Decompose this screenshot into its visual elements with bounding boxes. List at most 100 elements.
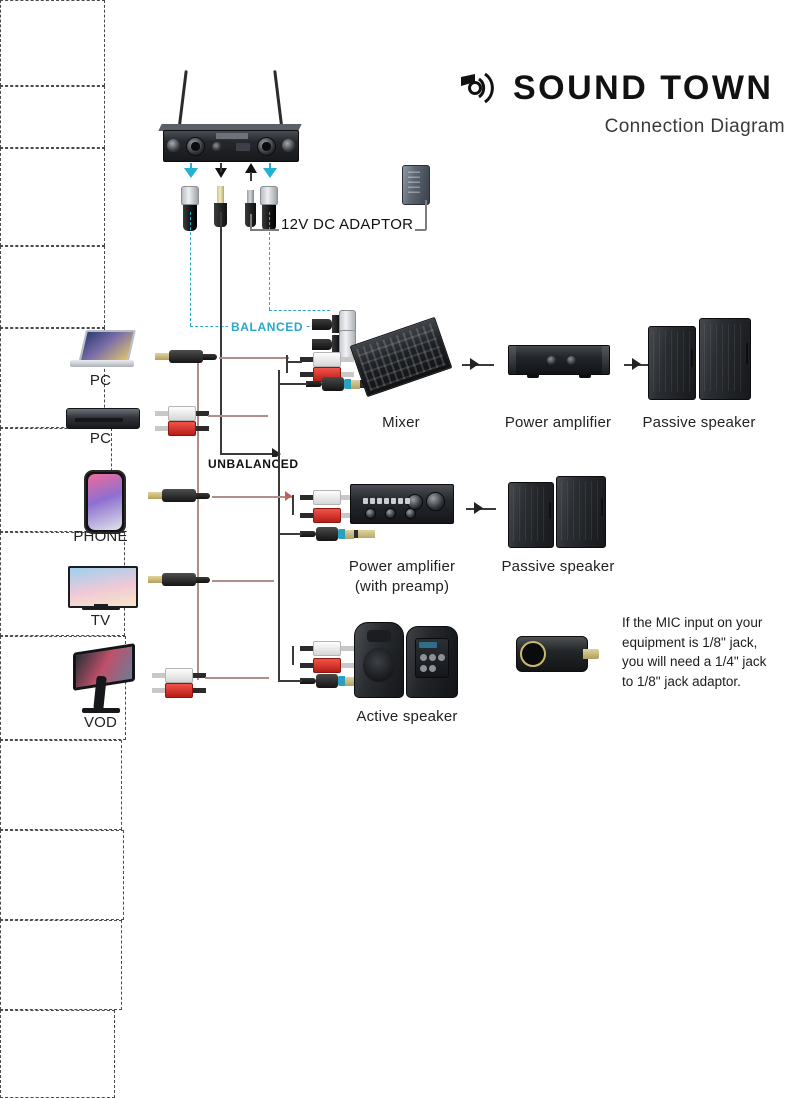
balanced-line-right-v bbox=[269, 212, 270, 310]
source-box-pc-laptop bbox=[0, 0, 105, 86]
passive-speaker-pair-icon bbox=[648, 326, 696, 400]
vod-rca-red bbox=[152, 683, 206, 698]
chain-node-label-passive-1: Passive speaker bbox=[642, 414, 756, 431]
laptop-icon bbox=[78, 330, 136, 364]
passive-speaker-secondary bbox=[699, 318, 751, 400]
active-rca-white bbox=[300, 641, 354, 656]
pc-rca-cable bbox=[208, 415, 268, 417]
chain-node-label-power-amp: Power amplifier bbox=[504, 414, 612, 431]
quarter-inch-to-eighth-inch-adaptor-icon bbox=[516, 636, 599, 672]
balanced-label: BALANCED bbox=[228, 320, 307, 334]
mixer-rca-white bbox=[300, 352, 354, 367]
chain-node-label-preamp-line2: (with preamp) bbox=[354, 578, 450, 595]
laptop-trs-plug bbox=[155, 350, 217, 363]
adaptor-cable-v bbox=[425, 200, 427, 230]
antenna-mount-right bbox=[282, 139, 295, 152]
note-line-1: equipment is 1/8" jack, bbox=[622, 634, 758, 650]
tv-cable bbox=[212, 580, 274, 582]
mixer-icon bbox=[349, 316, 453, 398]
unbalanced-bus-v bbox=[220, 212, 222, 454]
tv-stand-neck bbox=[94, 604, 108, 608]
mixer-to-amp-arrow bbox=[470, 358, 479, 370]
wall-power-adaptor-icon bbox=[402, 165, 430, 205]
receiver-front-panel bbox=[163, 130, 299, 162]
source-label-3: TV bbox=[90, 612, 111, 629]
laptop-cable bbox=[219, 357, 289, 359]
xlr-output-left bbox=[186, 137, 205, 156]
pc-rca-red bbox=[155, 421, 209, 436]
note-text: If the MIC input on your equipment is 1/… bbox=[622, 613, 792, 691]
source-box-pc-player bbox=[0, 86, 105, 148]
source-label-0: PC bbox=[89, 372, 112, 389]
distribution-rail-source bbox=[197, 362, 199, 680]
note-line-2: you will need a 1/4" jack bbox=[622, 654, 767, 670]
brand-header: SOUND TOWN Connection Diagram bbox=[455, 68, 785, 138]
source-box-tv bbox=[0, 246, 105, 328]
chain-node-label-mixer: Mixer bbox=[382, 414, 420, 431]
preamp-rca-split bbox=[292, 495, 294, 515]
chain-node-label-passive-2: Passive speaker bbox=[501, 558, 615, 575]
balanced-line-right-h bbox=[269, 310, 330, 311]
passive-speaker-secondary-2 bbox=[556, 476, 606, 548]
active-rca-red bbox=[300, 658, 354, 673]
arrow-stem-4 bbox=[269, 163, 271, 172]
source-label-2: PHONE bbox=[73, 528, 128, 545]
mixer-rca-feed bbox=[286, 361, 302, 363]
distribution-rail-dark bbox=[278, 370, 280, 680]
preamp-trs-plug bbox=[300, 527, 375, 541]
preamp-to-speaker-arrow bbox=[474, 502, 483, 514]
active-rca-split bbox=[292, 646, 294, 665]
kiosk-base bbox=[82, 708, 120, 713]
laptop-base bbox=[70, 360, 134, 367]
note-adaptor-box bbox=[0, 1010, 115, 1098]
preamp-trs-feed bbox=[278, 533, 302, 535]
note-line-0: If the MIC input on your bbox=[622, 615, 763, 630]
arrow-to-xlr-right bbox=[263, 168, 277, 178]
tv-trs-plug bbox=[148, 573, 210, 586]
phone-cable-arrow bbox=[285, 491, 292, 501]
rack-power-amplifier-icon bbox=[508, 345, 610, 378]
mixer-rca-split bbox=[286, 355, 288, 373]
mixer-trs-feed bbox=[278, 383, 308, 385]
note-line-3: to 1/8" jack adaptor. bbox=[622, 673, 741, 689]
quarter-inch-output bbox=[212, 142, 222, 152]
receiver-display-strip bbox=[216, 133, 248, 139]
antenna-left bbox=[177, 70, 188, 132]
pc-rca-white bbox=[155, 406, 209, 421]
arrow-stem-2 bbox=[220, 163, 222, 172]
dc-input-jack bbox=[236, 143, 250, 151]
arrow-to-xlr-left bbox=[184, 168, 198, 178]
source-box-vod bbox=[0, 328, 105, 428]
active-trs-feed bbox=[278, 680, 302, 682]
balanced-line-left-v bbox=[190, 212, 191, 326]
source-label-4: VOD bbox=[83, 714, 118, 731]
xlr-output-right bbox=[257, 137, 276, 156]
page-title: Connection Diagram bbox=[604, 116, 785, 137]
chain-node-label-preamp: Power amplifier bbox=[348, 558, 456, 575]
arrow-stem-1 bbox=[190, 163, 192, 172]
amp-to-speaker-arrow bbox=[632, 358, 641, 370]
adaptor-cable-to-plug bbox=[250, 214, 252, 230]
preamp-rca-white bbox=[300, 490, 354, 505]
chain-box-integrated-amp bbox=[0, 740, 122, 830]
preamp-rca-red bbox=[300, 508, 354, 523]
arrow-from-dc bbox=[245, 163, 257, 173]
vod-rca-white bbox=[152, 668, 206, 683]
dc-adaptor-label: 12V DC ADAPTOR bbox=[279, 216, 416, 233]
chain-node-label-active: Active speaker bbox=[356, 708, 458, 725]
active-speaker-pair-icon bbox=[354, 622, 404, 698]
integrated-amplifier-icon bbox=[350, 484, 454, 524]
passive-speaker-pair-icon-2 bbox=[508, 482, 554, 548]
sound-waves-logo-icon bbox=[461, 72, 494, 104]
source-label-1: PC bbox=[89, 430, 112, 447]
arrow-to-trs bbox=[215, 168, 227, 178]
active-speaker-rear bbox=[406, 626, 458, 698]
antenna-right bbox=[273, 70, 284, 132]
smartphone-icon bbox=[84, 470, 126, 534]
unbalanced-label: UNBALANCED bbox=[205, 457, 302, 471]
vod-rca-cable bbox=[205, 677, 269, 679]
unbalanced-bus-arrow bbox=[272, 448, 281, 460]
television-icon bbox=[68, 566, 138, 608]
antenna-mount-left bbox=[167, 139, 180, 152]
unbalanced-bus-h bbox=[220, 453, 278, 455]
